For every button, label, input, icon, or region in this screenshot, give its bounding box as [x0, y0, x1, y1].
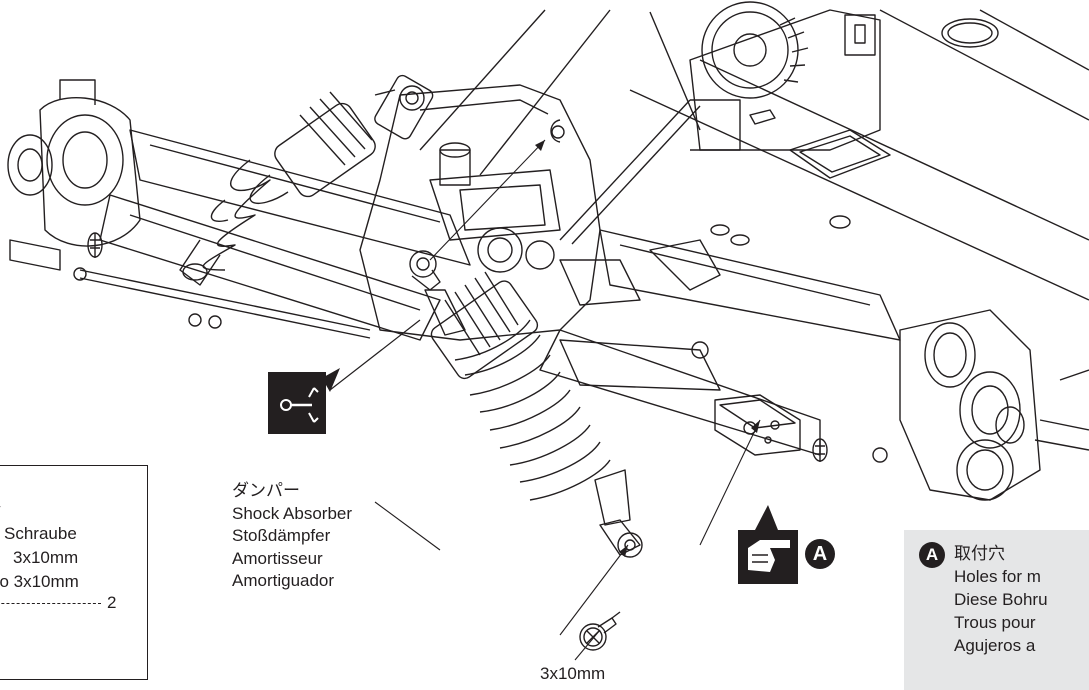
shock-absorber-part: [409, 250, 643, 558]
parts-box-line: rew: [0, 498, 79, 522]
note-line: Holes for m: [954, 567, 1041, 586]
parts-box: ス rew Schraube 3x10mm rnillo 3x10mm 2: [0, 465, 148, 680]
mounting-note: A 取付穴 Holes for m Diese Bohru Trous pour…: [904, 530, 1089, 690]
shock-absorber-label-line: ダンパー: [232, 481, 300, 500]
drive-shaft: [559, 99, 701, 245]
parts-box-line: ス: [0, 474, 79, 498]
note-line: Diese Bohru: [954, 590, 1048, 609]
screw-icon: [579, 611, 621, 651]
bulkhead: [359, 84, 721, 391]
screw-size-label: 3x10mm: [540, 664, 606, 683]
arrow-head-top: [535, 140, 545, 151]
shock-absorber-label: ダンパー Shock Absorber Stoßdämpfer Amortiss…: [232, 480, 352, 593]
note-badge-a: A: [919, 542, 945, 568]
mount-bracket: [714, 394, 801, 456]
parts-box-line: 3x10mm: [13, 548, 79, 567]
parts-box-line: rnillo 3x10mm: [0, 572, 79, 591]
left-hub-carrier: [7, 79, 141, 271]
gearbox: [689, 1, 881, 151]
arrow-head-bracket: [751, 420, 760, 433]
shock-absorber-label-line: Amortisseur: [232, 548, 323, 568]
right-hub-carrier: [812, 309, 1089, 501]
arrow-head-screw: [619, 545, 628, 557]
parts-box-quantity-row: 2: [0, 593, 116, 613]
parts-box-text: ス rew Schraube 3x10mm rnillo 3x10mm: [0, 474, 79, 594]
direction-adjust-icon: [268, 368, 340, 434]
assembly-guides: [329, 139, 761, 661]
pointing-hand-icon: [738, 505, 798, 584]
chassis-plate: [419, 9, 1089, 301]
shock-absorber-label-line: Stoßdämpfer: [232, 526, 331, 545]
shock-absorber-label-line: Amortiguador: [232, 571, 335, 590]
parts-box-quantity: 2: [107, 593, 117, 612]
leader-dots: [0, 603, 101, 605]
note-line: Agujeros a: [954, 636, 1036, 655]
installed-shock-absorber: [179, 74, 434, 286]
shock-absorber-label-line: Shock Absorber: [232, 503, 353, 523]
note-text: 取付穴 Holes for m Diese Bohru Trous pour A…: [954, 542, 1089, 657]
note-line: 取付穴: [954, 544, 1005, 563]
note-line: Trous pour: [954, 613, 1036, 632]
callout-badge-a: A: [805, 539, 835, 569]
parts-box-line: Schraube: [4, 524, 77, 543]
